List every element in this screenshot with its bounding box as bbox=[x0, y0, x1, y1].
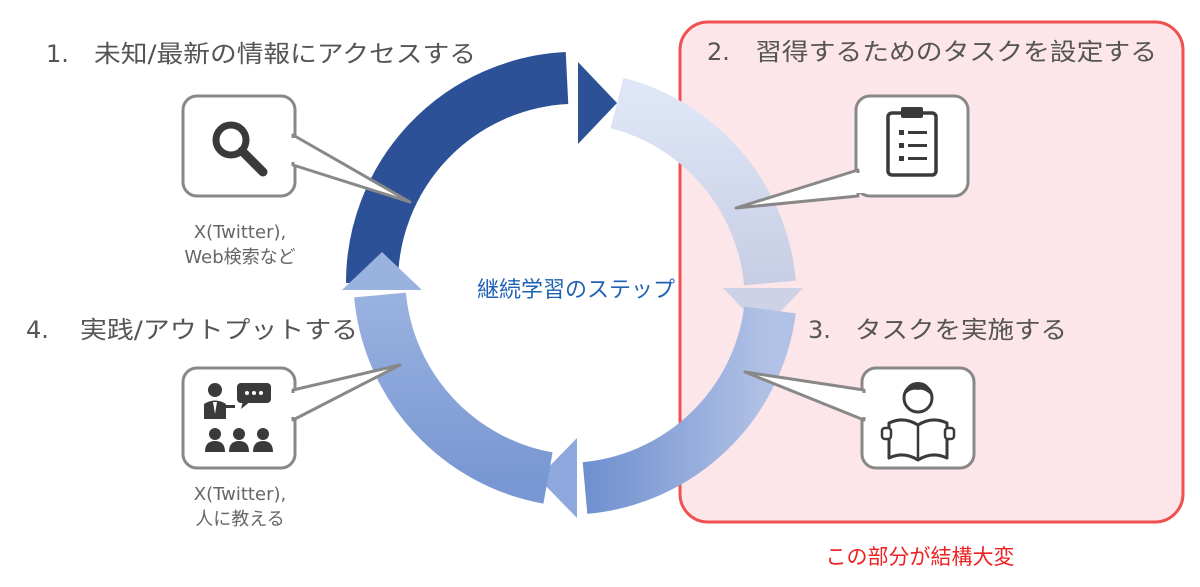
highlight-label: この部分が結構大変 bbox=[826, 545, 1015, 569]
step-3-title: タスクを実施する bbox=[855, 316, 1067, 344]
step-2-title: 習得するためのタスクを設定する bbox=[755, 38, 1157, 66]
step-4-caption-line-1: X(Twitter), bbox=[194, 484, 286, 505]
center-title: 継続学習のステップ bbox=[477, 278, 675, 303]
step-3-number: 3. bbox=[808, 316, 831, 344]
person-reading-icon bbox=[880, 382, 956, 462]
cycle-arrows bbox=[342, 52, 803, 518]
cycle-arrow-step-1 bbox=[345, 52, 569, 284]
step-1: 1. 未知/最新の情報にアクセスする X(Twitter), Web検索など bbox=[46, 40, 476, 268]
step-4-number: 4. bbox=[26, 316, 49, 344]
cycle-arrow-step-4 bbox=[354, 292, 554, 504]
arrowhead-step-1 bbox=[578, 62, 617, 144]
step-1-number: 1. bbox=[46, 40, 69, 68]
arrowhead-step-3 bbox=[538, 438, 577, 518]
arrowhead-step-2 bbox=[723, 288, 803, 330]
cycle-arrow-step-3 bbox=[582, 306, 796, 514]
step-4: 4. 実践/アウトプットする X(Twitter), 人に教える bbox=[26, 316, 402, 530]
cycle-arrow-step-2 bbox=[610, 77, 796, 286]
step-1-callout bbox=[181, 94, 412, 204]
step-1-caption-line-1: X(Twitter), bbox=[194, 222, 286, 243]
step-3: 3. タスクを実施する bbox=[743, 316, 1067, 470]
arrowhead-step-4 bbox=[342, 252, 422, 290]
clipboard-icon bbox=[886, 107, 938, 177]
search-icon bbox=[212, 121, 268, 177]
step-4-title: 実践/アウトプットする bbox=[80, 316, 358, 344]
step-1-title: 未知/最新の情報にアクセスする bbox=[94, 40, 476, 68]
step-2: 2. 習得するためのタスクを設定する bbox=[707, 38, 1157, 210]
step-1-caption-line-2: Web検索など bbox=[184, 247, 295, 268]
step-4-caption-line-2: 人に教える bbox=[195, 509, 284, 530]
step-2-number: 2. bbox=[707, 38, 730, 66]
presenter-audience-icon bbox=[204, 383, 273, 452]
